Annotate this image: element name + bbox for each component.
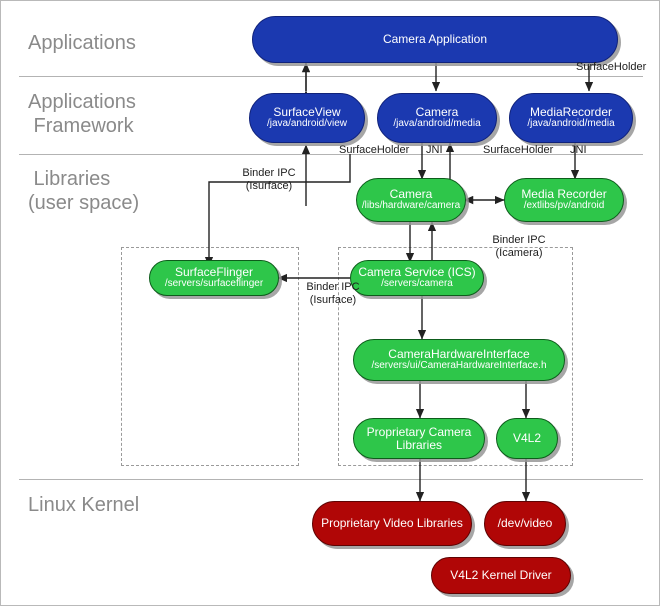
node-surfaceview[interactable]: SurfaceView /java/android/view	[249, 93, 365, 143]
edge-label-binder-ipc-isurface-mid: Binder IPC (Isurface)	[306, 281, 360, 306]
node-surfaceflinger-path: /servers/surfaceflinger	[164, 278, 264, 290]
node-camera-hardware-interface-path: /servers/ui/CameraHardwareInterface.h	[371, 360, 547, 372]
edge-label-jni-camera: JNI	[426, 144, 443, 156]
edge-label-surfaceholder-camera: SurfaceHolder	[339, 144, 410, 156]
node-camera-native[interactable]: Camera /libs/hardware/camera	[356, 178, 466, 222]
dashed-group-camera-stack	[338, 247, 573, 466]
section-label-applications-framework: Applications Framework	[28, 91, 136, 137]
edge-label-binder-ipc-isurface-top: Binder IPC (Isurface)	[242, 167, 296, 192]
edge-label-surfaceholder-mediarecorder: SurfaceHolder	[483, 144, 554, 156]
node-v4l2[interactable]: V4L2	[496, 418, 558, 459]
node-camera-hardware-interface[interactable]: CameraHardwareInterface /servers/ui/Came…	[353, 339, 565, 381]
node-mediarecorder-path: /java/android/media	[527, 118, 615, 130]
node-surfaceflinger[interactable]: SurfaceFlinger /servers/surfaceflinger	[149, 260, 279, 296]
node-camera-java-path: /java/android/media	[393, 118, 481, 130]
edge-label-jni-mediarecorder: JNI	[570, 144, 587, 156]
node-media-recorder-native-path: /extlibs/pv/android	[523, 200, 605, 212]
edge-label-binder-ipc-icamera: Binder IPC (Icamera)	[492, 234, 546, 259]
node-camera-service-title: Camera Service (ICS)	[358, 265, 476, 280]
edge-label-surfaceholder-app: SurfaceHolder	[576, 61, 647, 73]
node-media-recorder-native[interactable]: Media Recorder /extlibs/pv/android	[504, 178, 624, 222]
node-v4l2-kernel-driver[interactable]: V4L2 Kernel Driver	[431, 557, 571, 594]
section-label-applications: Applications	[28, 32, 136, 54]
node-camera-native-title: Camera	[389, 187, 433, 202]
node-camera-java[interactable]: Camera /java/android/media	[377, 93, 497, 143]
node-dev-video[interactable]: /dev/video	[484, 501, 566, 546]
node-camera-hardware-interface-title: CameraHardwareInterface	[388, 347, 530, 362]
section-label-linux-kernel: Linux Kernel	[28, 494, 140, 516]
node-surfaceflinger-title: SurfaceFlinger	[174, 265, 254, 280]
node-proprietary-camera-libraries-title: Proprietary Camera Libraries	[366, 424, 472, 452]
node-surfaceview-title: SurfaceView	[273, 105, 341, 120]
node-proprietary-video-libraries-title: Proprietary Video Libraries	[321, 516, 463, 531]
node-dev-video-title: /dev/video	[497, 516, 553, 531]
node-camera-application[interactable]: Camera Application	[252, 16, 618, 63]
node-camera-native-path: /libs/hardware/camera	[361, 200, 461, 212]
node-media-recorder-native-title: Media Recorder	[521, 187, 607, 202]
node-v4l2-kernel-driver-title: V4L2 Kernel Driver	[450, 568, 552, 583]
node-mediarecorder-title: MediaRecorder	[529, 105, 613, 120]
node-camera-service-path: /servers/camera	[381, 278, 453, 290]
node-camera-java-title: Camera	[415, 105, 459, 120]
divider-libraries	[19, 479, 643, 480]
section-label-libraries: Libraries (user space)	[28, 168, 140, 214]
divider-applications	[19, 76, 643, 77]
node-mediarecorder[interactable]: MediaRecorder /java/android/media	[509, 93, 633, 143]
node-proprietary-video-libraries[interactable]: Proprietary Video Libraries	[312, 501, 472, 546]
node-camera-application-title: Camera Application	[382, 32, 488, 47]
node-surfaceview-path: /java/android/view	[266, 118, 348, 130]
node-proprietary-camera-libraries[interactable]: Proprietary Camera Libraries	[353, 418, 485, 459]
node-camera-service[interactable]: Camera Service (ICS) /servers/camera	[350, 260, 484, 296]
node-v4l2-title: V4L2	[512, 431, 542, 446]
